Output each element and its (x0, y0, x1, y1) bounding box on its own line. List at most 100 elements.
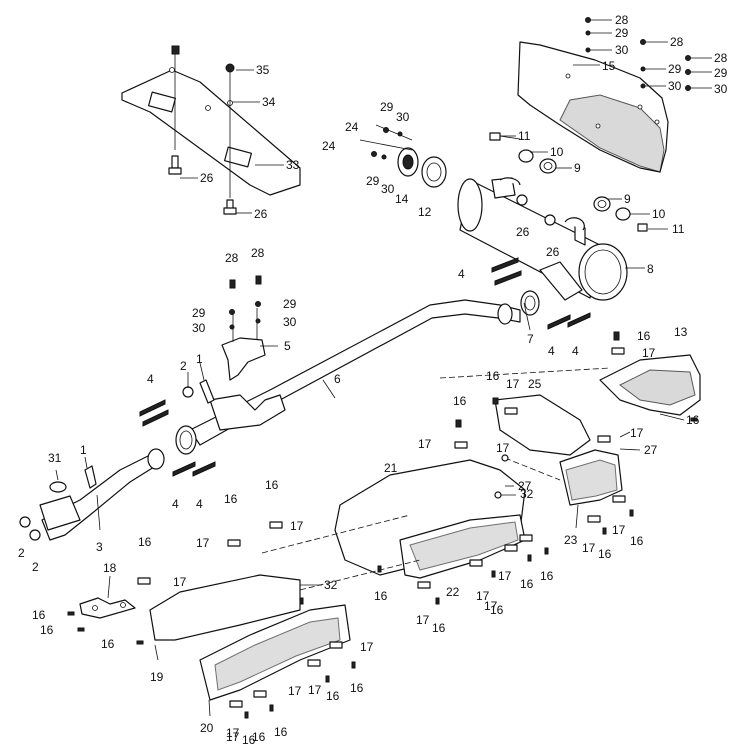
callout-6: 6 (334, 372, 341, 386)
callout-13: 13 (674, 325, 688, 339)
oxygen-sensor-1-front (84, 465, 97, 489)
callout-16: 16 (520, 577, 534, 591)
callout-35: 35 (256, 63, 270, 77)
hangers-4-right (547, 312, 591, 330)
callout-16: 16 (686, 413, 700, 427)
oxygen-sensor-1-center (182, 379, 215, 404)
callout-17: 17 (582, 541, 596, 555)
callout-30: 30 (714, 82, 728, 96)
callout-28: 28 (714, 51, 728, 65)
callout-4: 4 (172, 497, 179, 511)
callout-16: 16 (274, 725, 288, 739)
callout-16: 16 (637, 329, 651, 343)
gasket-12 (421, 156, 447, 188)
callout-17: 17 (173, 575, 187, 589)
callout-23: 23 (564, 533, 578, 547)
callout-27: 27 (644, 443, 658, 457)
callout-15: 15 (602, 59, 616, 73)
callout-3: 3 (96, 540, 103, 554)
callout-24: 24 (345, 120, 359, 134)
callout-33: 33 (286, 158, 300, 172)
callout-26: 26 (546, 245, 560, 259)
callout-5: 5 (284, 339, 291, 353)
nut-26-pair (516, 194, 556, 226)
callout-17: 17 (418, 437, 432, 451)
hangers-4-lower (172, 461, 216, 477)
front-pipe-3 (19, 448, 165, 541)
callout-1: 1 (196, 352, 203, 366)
callout-17: 17 (612, 523, 626, 537)
callout-17: 17 (196, 536, 210, 550)
callout-30: 30 (192, 321, 206, 335)
hangers-4-left (139, 399, 169, 427)
callout-16: 16 (540, 569, 554, 583)
callout-16: 16 (252, 730, 266, 744)
callout-31: 31 (48, 451, 62, 465)
callout-14: 14 (395, 192, 409, 206)
callout-17: 17 (416, 613, 430, 627)
callout-16: 16 (265, 478, 279, 492)
callout-17: 17 (484, 599, 498, 613)
callout-21: 21 (384, 461, 398, 475)
callout-4: 4 (548, 344, 555, 358)
callout-16: 16 (101, 637, 115, 651)
callout-17: 17 (226, 730, 240, 744)
callout-17: 17 (476, 589, 490, 603)
callout-8: 8 (647, 262, 654, 276)
heat-shield-15 (517, 41, 669, 173)
callout-32: 32 (324, 578, 338, 592)
callout-17: 17 (360, 640, 374, 654)
flange-14 (397, 147, 419, 177)
callout-29: 29 (283, 297, 297, 311)
callout-29: 29 (668, 62, 682, 76)
callout-16: 16 (224, 492, 238, 506)
callout-30: 30 (615, 43, 629, 57)
leader-lines (55, 19, 712, 717)
callout-29: 29 (714, 66, 728, 80)
callout-16: 16 (40, 623, 54, 637)
callout-17: 17 (496, 441, 510, 455)
heat-shield-20 (199, 604, 351, 701)
callout-26: 26 (516, 225, 530, 239)
heat-shield-5 (221, 308, 266, 381)
callout-17: 17 (288, 684, 302, 698)
heat-shield-13 (599, 354, 701, 416)
callout-20: 20 (200, 721, 214, 735)
callout-17: 17 (642, 346, 656, 360)
callout-29: 29 (615, 26, 629, 40)
callout-34: 34 (262, 95, 276, 109)
callout-30: 30 (283, 315, 297, 329)
center-pipe-6 (175, 299, 521, 455)
callout-28: 28 (670, 35, 684, 49)
callout-30: 30 (396, 110, 410, 124)
callout-17: 17 (226, 726, 240, 740)
callout-16: 16 (326, 689, 340, 703)
callout-10: 10 (652, 207, 666, 221)
hangers-4-top (491, 257, 522, 286)
callout-4: 4 (458, 267, 465, 281)
callout-26: 26 (254, 207, 268, 221)
callout-18: 18 (103, 561, 117, 575)
callout-22: 22 (446, 585, 460, 599)
gasket-7 (520, 290, 540, 316)
callout-28: 28 (225, 251, 239, 265)
bolt-set-24 (359, 124, 413, 160)
callout-16: 16 (630, 534, 644, 548)
callout-11: 11 (518, 129, 531, 143)
callout-30: 30 (381, 182, 395, 196)
callout-32: 32 (520, 487, 534, 501)
callout-7: 7 (527, 332, 534, 346)
callout-30: 30 (668, 79, 682, 93)
callout-16: 16 (453, 394, 467, 408)
callout-16: 16 (598, 547, 612, 561)
callout-17: 17 (290, 519, 304, 533)
bracket-18 (79, 597, 136, 619)
callout-25: 25 (528, 377, 542, 391)
callout-16: 16 (490, 603, 504, 617)
callout-16: 16 (350, 681, 364, 695)
callout-11: 11 (672, 222, 685, 236)
callout-16: 16 (138, 535, 152, 549)
callout-16: 16 (486, 369, 500, 383)
callout-16: 16 (32, 608, 46, 622)
